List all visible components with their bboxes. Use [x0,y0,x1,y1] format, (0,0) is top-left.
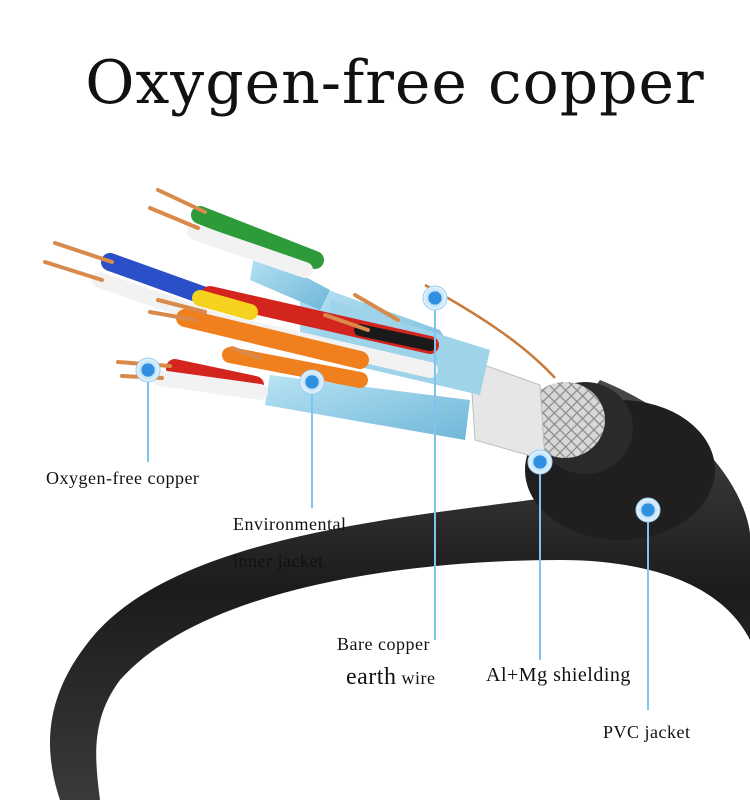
pointer-dot-shielding [527,449,553,475]
label-pvc-jacket: PVC jacket [603,722,691,742]
label-earth: earth [346,664,397,690]
copper-conductors [43,188,400,380]
label-bare-copper-line1: Bare copper [337,634,430,654]
pointer-dot-inner-jacket [299,369,325,395]
label-oxygen-free-copper: Oxygen-free copper [46,468,200,488]
label-wire: wire [401,668,436,688]
twisted-pairs [92,206,439,400]
pointer-dot-pvc [635,497,661,523]
label-environmental-line2: inner jacket [233,551,324,571]
label-environmental-line1: Environmental [233,514,347,534]
diagram-title: Oxygen-free copper [85,48,705,118]
label-al-mg-shielding: Al+Mg shielding [486,664,631,686]
braid-shield [525,382,605,458]
pointer-dot-earth-wire [422,285,448,311]
label-bare-copper-line2: earth wire [346,664,435,691]
pointer-dot-copper [135,357,161,383]
